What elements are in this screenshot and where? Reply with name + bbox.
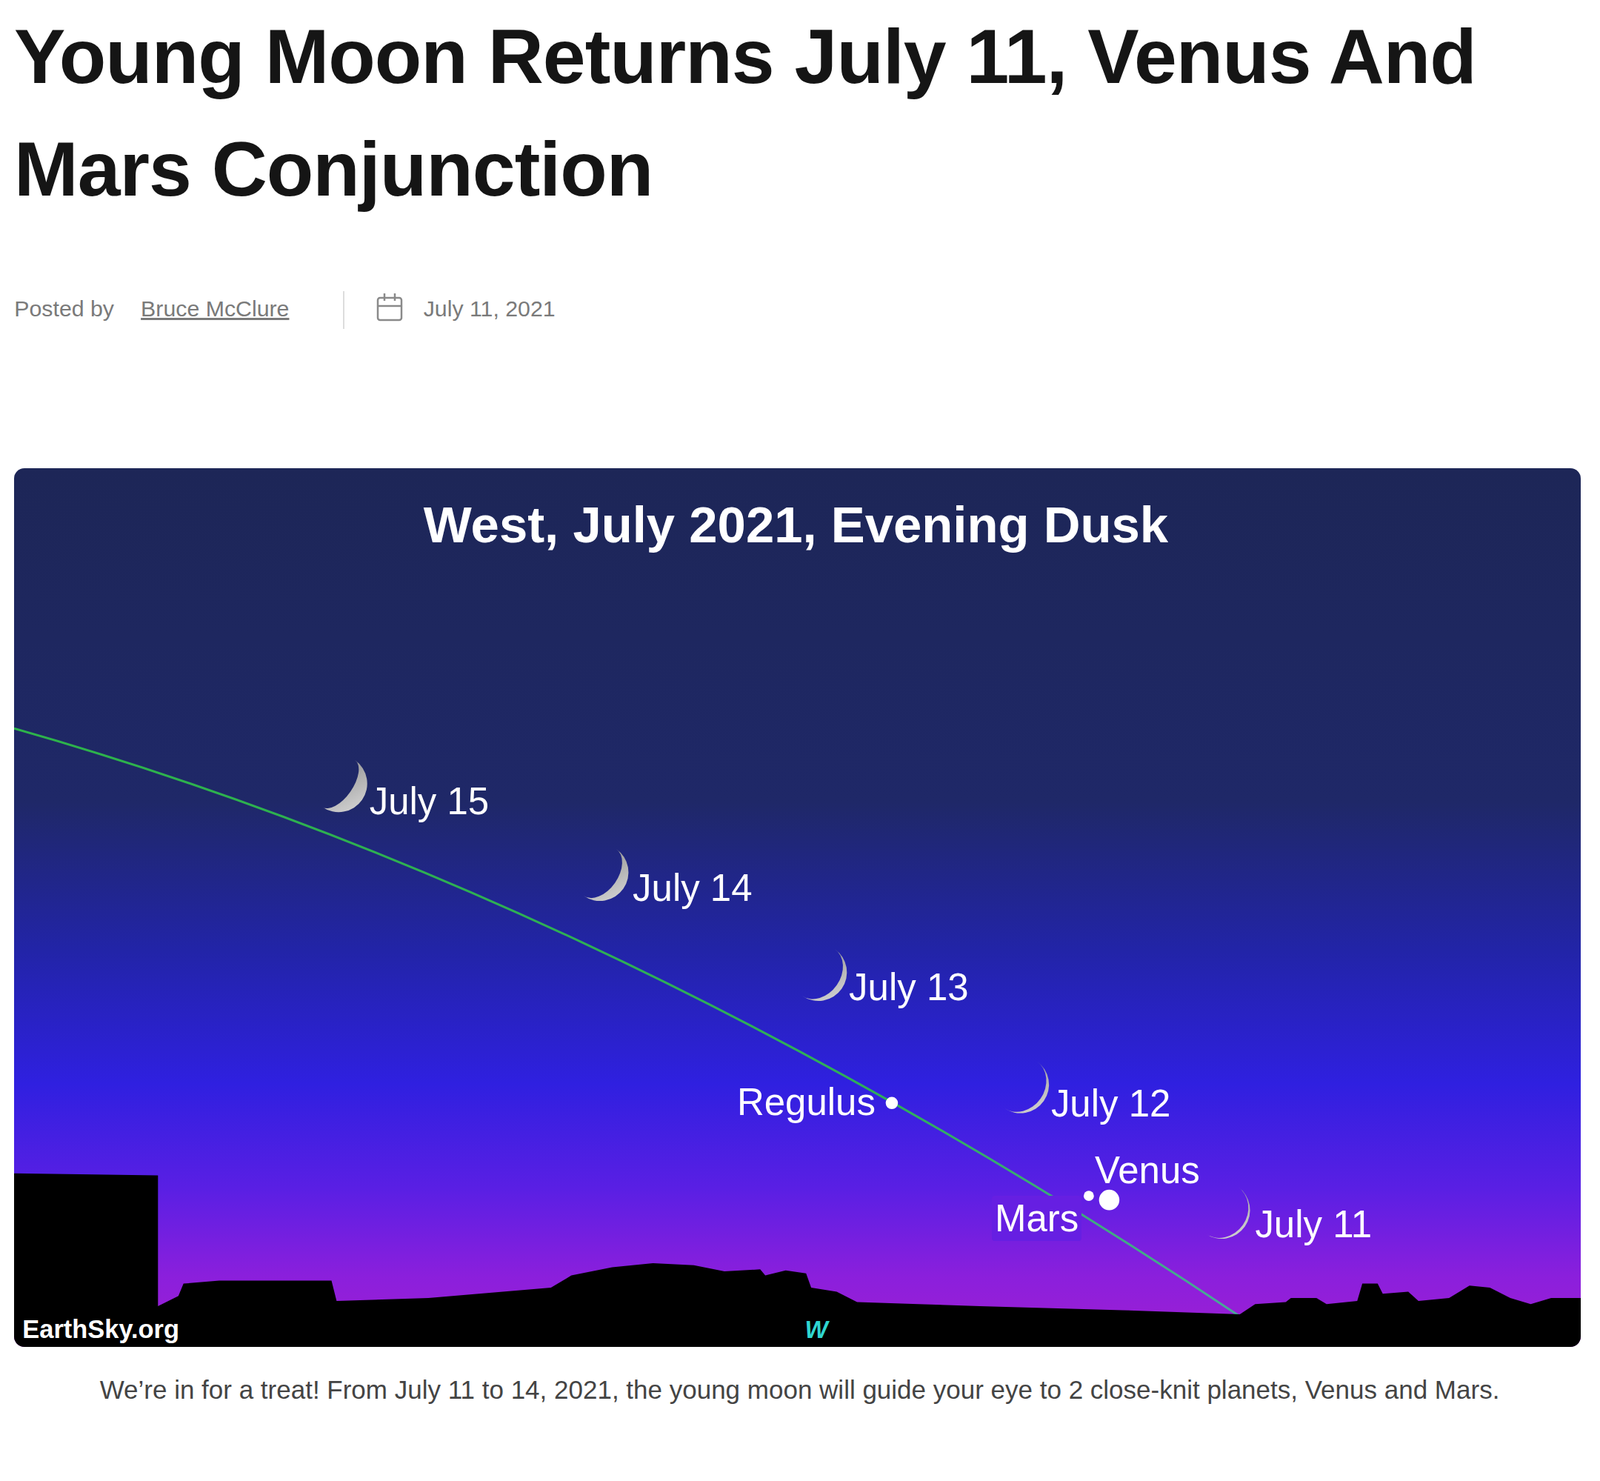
planet-dot: [1083, 1190, 1095, 1201]
sky-ground: [14, 468, 1581, 1347]
watermark: EarthSky.org: [22, 1314, 180, 1345]
star-dot: [885, 1097, 899, 1110]
planet-name: Venus: [1094, 1147, 1200, 1193]
ecliptic-line: [14, 728, 1240, 1316]
star-name: Regulus: [737, 1079, 876, 1125]
figure-caption: We’re in for a treat! From July 11 to 14…: [14, 1362, 1586, 1417]
moon-crescent: [583, 848, 640, 912]
planet-dot: [1099, 1189, 1120, 1211]
horizon-silhouette: [14, 1173, 1581, 1347]
moon-date: July 14: [632, 865, 752, 911]
chart-title: West, July 2021, Evening Dusk: [423, 494, 1169, 557]
moon-crescents: [322, 760, 1262, 1250]
calendar-icon: [377, 293, 402, 320]
moon-date: July 15: [369, 778, 489, 824]
planet-name: Mars: [991, 1195, 1082, 1241]
moon-date: July 13: [848, 964, 969, 1010]
moon-crescent: [1205, 1186, 1262, 1250]
moon-date: July 11: [1254, 1201, 1372, 1247]
moon-date: July 12: [1051, 1080, 1171, 1126]
post-date: July 11, 2021: [423, 295, 556, 323]
page-title: Young Moon Returns July 11, Venus And Ma…: [14, 0, 1585, 226]
meta-text: Posted by: [14, 295, 115, 323]
meta-divider: [342, 291, 345, 329]
compass-direction: W: [804, 1314, 828, 1345]
author-link: Bruce McClure: [140, 295, 289, 323]
